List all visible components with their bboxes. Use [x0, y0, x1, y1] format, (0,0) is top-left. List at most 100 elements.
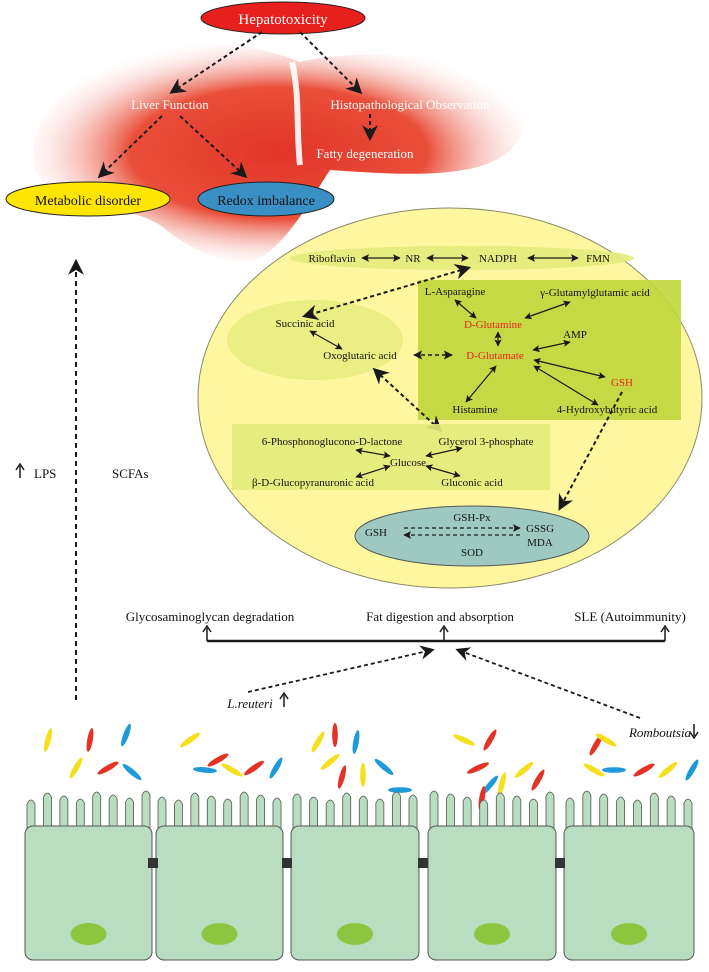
cell-nucleus	[474, 923, 510, 945]
d-glutamine-label: D-Glutamine	[464, 319, 522, 331]
epithelial-cell-1	[24, 790, 153, 961]
tight-junction-4	[555, 858, 565, 868]
bacterium-22	[453, 734, 475, 746]
hepatotoxicity-label: Hepatotoxicity	[238, 12, 328, 28]
arrow-hepatotoxicity-to-histopathology	[299, 31, 363, 95]
histamine-label: Histamine	[452, 404, 497, 416]
arrow-oxoglutaric-glucose	[372, 367, 443, 433]
glutathione-redox-ellipse	[354, 505, 590, 567]
romboutsia-down-arrow-icon	[689, 724, 699, 740]
redox-imbalance-label: Redox imbalance	[217, 194, 315, 209]
tight-junction-1	[148, 858, 158, 868]
bacterium-2	[86, 728, 94, 752]
gut-bacteria	[43, 723, 699, 810]
bacterium-8	[193, 767, 217, 773]
microvillus	[683, 798, 693, 829]
nr-label: NR	[405, 253, 421, 265]
epithelial-cell-2	[155, 791, 284, 961]
gsh-px-label: GSH-Px	[453, 512, 491, 524]
microvillus	[462, 796, 472, 829]
microvillus	[599, 793, 609, 829]
amp-label: AMP	[563, 329, 587, 341]
bacterium-9	[221, 763, 243, 777]
microvillus	[272, 797, 282, 829]
bacterium-26	[497, 772, 507, 796]
reuteri-label: L.reuteri	[226, 696, 273, 711]
hydroxybutyric-label: 4-Hydroxybutyric acid	[557, 404, 658, 416]
bacterium-14	[332, 723, 338, 747]
microvillus	[43, 792, 52, 829]
fmn-label: FMN	[586, 253, 610, 265]
microvillus	[495, 792, 505, 829]
microvillus	[325, 799, 335, 829]
microvillus	[75, 798, 85, 829]
bacterium-1	[43, 728, 53, 752]
arrow-romboutsia-to-pathways	[455, 647, 641, 719]
microvillus	[26, 799, 36, 829]
microvillus	[125, 797, 134, 829]
arrow-glucose-phosphonoglucono	[355, 447, 391, 459]
sod-label: SOD	[461, 547, 483, 559]
bacterium-33	[633, 763, 655, 777]
arrow-glutamine-gamma	[524, 300, 571, 320]
bacterium-4	[97, 761, 119, 775]
bacterium-24	[481, 775, 499, 795]
sle-label: SLE (Autoimmunity)	[574, 609, 686, 624]
bacterium-17	[337, 765, 347, 789]
tight-junction-3	[418, 858, 428, 868]
microvillus	[375, 798, 385, 829]
intestinal-epithelium	[24, 790, 695, 961]
microvillus	[392, 791, 401, 829]
bacterium-15	[352, 730, 360, 754]
bacterium-11	[207, 753, 229, 767]
microvillus	[59, 795, 69, 829]
cell-body	[24, 825, 153, 961]
arrow-reuteri-to-pathways	[247, 645, 435, 693]
bacterium-32	[602, 767, 626, 773]
microvillus	[616, 796, 625, 829]
nadph-label: NADPH	[479, 253, 517, 265]
bacterium-13	[311, 731, 325, 753]
microvillus	[479, 799, 489, 829]
arrow-gsh-to-redox	[558, 391, 623, 511]
epithelial-cell-4	[427, 790, 557, 961]
microvillus	[529, 798, 538, 829]
histopathology-label: Histopathological Observation	[330, 97, 490, 112]
tight-junction-2	[282, 858, 292, 868]
arrow-liver-function-to-metabolic	[97, 115, 163, 179]
oxoglutaric-acid-label: Oxoglutaric acid	[323, 350, 397, 362]
microvillus	[292, 793, 302, 829]
glucose-label: Glucose	[390, 457, 426, 469]
cell-body	[563, 825, 695, 961]
arrow-glutamate-histamine	[465, 365, 497, 403]
reuteri-up-arrow-icon	[279, 691, 289, 707]
arrow-nadph-succinic	[301, 263, 472, 321]
microvillus	[256, 794, 265, 829]
cell-body	[290, 825, 420, 961]
glycerol-label: Glycerol 3-phosphate	[439, 436, 534, 448]
microvillus	[358, 795, 368, 829]
arrow-succinic-oxoglutaric	[309, 330, 343, 350]
microvillus	[108, 794, 118, 829]
romboutsia-label: Romboutsia	[628, 725, 692, 740]
microvillus	[92, 791, 102, 829]
arrow-asparagine-glutamine	[454, 299, 477, 319]
pathway-bracket	[202, 624, 670, 643]
gamma-glutamylglutamic-label: γ-Glutamylglutamic acid	[539, 287, 650, 299]
bacterium-3	[121, 723, 131, 747]
microvillus	[582, 790, 592, 829]
microvillus	[190, 792, 200, 829]
bacterium-19	[374, 758, 394, 776]
epithelial-cell-5	[563, 790, 695, 961]
microvillus	[446, 793, 455, 829]
arrow-glutamate-amp	[532, 339, 571, 353]
microvillus	[239, 791, 249, 829]
bacterium-10	[244, 760, 264, 776]
arrow-glucose-glycerol	[425, 445, 463, 459]
gsh-label: GSH	[365, 527, 387, 539]
cell-body	[427, 825, 557, 961]
cell-nucleus	[70, 923, 107, 945]
microvillus	[429, 790, 439, 829]
bacterium-5	[122, 763, 142, 781]
